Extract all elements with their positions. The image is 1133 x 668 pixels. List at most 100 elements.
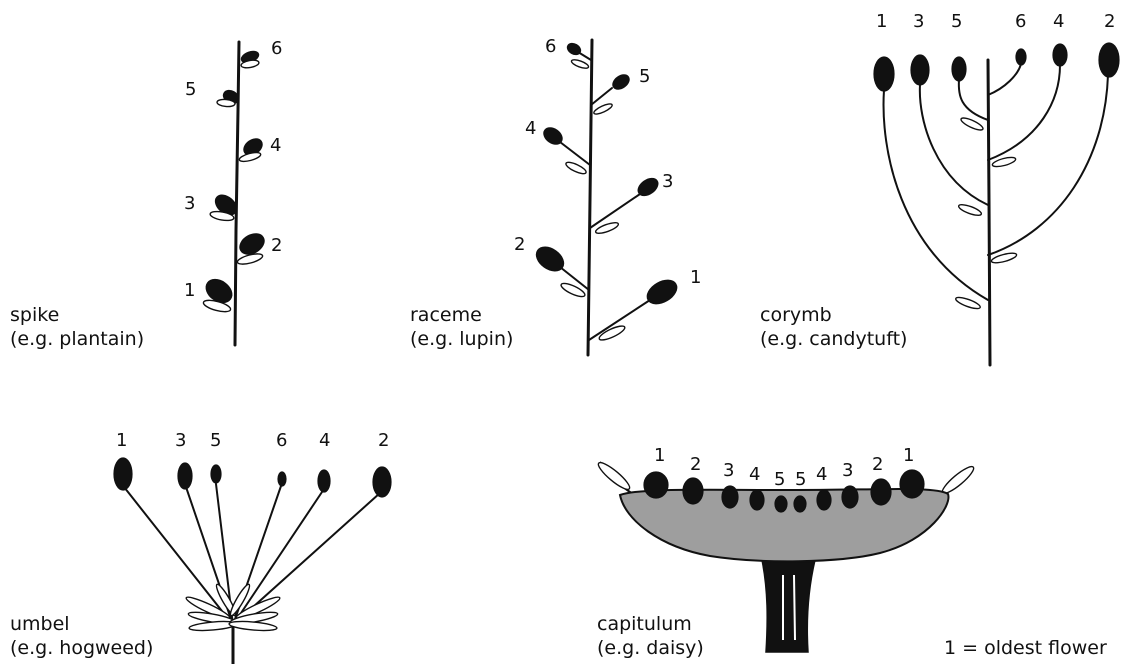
raceme-caption: raceme (e.g. lupin) — [410, 303, 513, 351]
raceme-number: 3 — [662, 171, 673, 192]
corymb-flower-2 — [1099, 43, 1119, 77]
capitulum-number: 5 — [774, 469, 785, 490]
corymb-flower-1 — [874, 57, 894, 91]
capitulum-floret-4 — [750, 490, 764, 510]
capitulum-number: 4 — [749, 464, 760, 485]
raceme-flower-1 — [589, 275, 681, 342]
capitulum-floret-3 — [722, 486, 738, 508]
capitulum-number: 2 — [872, 454, 883, 475]
spike-name: spike — [10, 303, 144, 327]
spike-number: 4 — [270, 135, 281, 156]
spike-example: (e.g. plantain) — [10, 327, 144, 351]
umbel-flower-4 — [318, 470, 330, 492]
raceme-stem — [588, 40, 592, 355]
corymb-number: 5 — [951, 11, 962, 32]
raceme-example: (e.g. lupin) — [410, 327, 513, 351]
corymb-pedicel-5 — [959, 80, 988, 120]
capitulum-number: 3 — [842, 460, 853, 481]
umbel-involucre — [185, 583, 282, 632]
capitulum-number: 1 — [903, 445, 914, 466]
capitulum-caption: capitulum (e.g. daisy) — [597, 612, 704, 660]
umbel-flower-2 — [373, 467, 391, 497]
corymb-caption: corymb (e.g. candytuft) — [760, 303, 907, 351]
corymb-example: (e.g. candytuft) — [760, 327, 907, 351]
corymb-number: 2 — [1104, 11, 1115, 32]
umbel-number: 5 — [210, 430, 221, 451]
corymb-bract — [958, 203, 983, 218]
raceme-flower-2 — [532, 242, 589, 299]
corymb-pedicel-3 — [920, 85, 988, 205]
corymb-flower-6 — [1016, 49, 1026, 65]
umbel-flower-1 — [114, 458, 132, 490]
spike-number: 3 — [184, 193, 195, 214]
corymb-name: corymb — [760, 303, 907, 327]
spike-flower-1 — [202, 275, 236, 314]
umbel-number: 6 — [276, 430, 287, 451]
capitulum-floret-5 — [794, 496, 806, 512]
capitulum-number: 4 — [816, 464, 827, 485]
spike-flower-2 — [236, 230, 268, 267]
capitulum-name: capitulum — [597, 612, 704, 636]
corymb-bract — [960, 116, 985, 132]
corymb-number: 1 — [876, 11, 887, 32]
capitulum-floret-4 — [817, 490, 831, 510]
raceme-number: 6 — [545, 36, 556, 57]
corymb-number: 4 — [1053, 11, 1064, 32]
spike-figure: 6 5 4 3 2 1 — [184, 38, 282, 345]
capitulum-floret-1 — [900, 470, 924, 498]
umbel-name: umbel — [10, 612, 153, 636]
umbel-figure: 1 3 5 6 4 2 — [114, 430, 391, 664]
corymb-stem — [988, 60, 990, 365]
raceme-number: 5 — [639, 66, 650, 87]
corymb-flower-5 — [952, 57, 966, 81]
capitulum-stalk — [762, 560, 815, 652]
capitulum-number: 3 — [723, 460, 734, 481]
capitulum-number: 5 — [795, 469, 806, 490]
umbel-pedicel — [233, 492, 322, 625]
spike-number: 5 — [185, 79, 196, 100]
capitulum-example: (e.g. daisy) — [597, 636, 704, 660]
umbel-number: 4 — [319, 430, 330, 451]
spike-number: 6 — [271, 38, 282, 59]
capitulum-ray-left — [595, 459, 632, 492]
corymb-pedicel-4 — [988, 65, 1060, 160]
legend-oldest-flower: 1 = oldest flower — [944, 636, 1107, 660]
capitulum-number: 2 — [690, 454, 701, 475]
umbel-flower-5 — [211, 465, 221, 483]
capitulum-floret-3 — [842, 486, 858, 508]
corymb-flower-3 — [911, 55, 929, 85]
umbel-number: 1 — [116, 430, 127, 451]
spike-flower-6 — [240, 49, 260, 69]
raceme-flower-3 — [590, 175, 661, 235]
raceme-number: 4 — [525, 118, 536, 139]
spike-stem — [235, 42, 239, 345]
corymb-figure: 1 3 5 6 4 2 — [874, 11, 1119, 365]
capitulum-floret-2 — [683, 478, 703, 504]
raceme-figure: 6 5 4 3 2 1 — [514, 36, 701, 355]
capitulum-floret-1 — [644, 472, 668, 498]
capitulum-floret-5 — [775, 496, 787, 512]
corymb-number: 3 — [913, 11, 924, 32]
spike-flower-4 — [238, 136, 265, 164]
umbel-number: 2 — [378, 430, 389, 451]
corymb-pedicel-6 — [988, 64, 1021, 95]
umbel-number: 3 — [175, 430, 186, 451]
raceme-flower-5 — [591, 72, 632, 116]
raceme-number: 1 — [690, 267, 701, 288]
raceme-name: raceme — [410, 303, 513, 327]
raceme-number: 2 — [514, 234, 525, 255]
corymb-number: 6 — [1015, 11, 1026, 32]
raceme-flower-6 — [565, 41, 591, 70]
umbel-flower-3 — [178, 463, 192, 489]
capitulum-number: 1 — [654, 445, 665, 466]
spike-caption: spike (e.g. plantain) — [10, 303, 144, 351]
spike-number: 2 — [271, 235, 282, 256]
spike-number: 1 — [184, 280, 195, 301]
corymb-flower-4 — [1053, 44, 1067, 66]
capitulum-floret-2 — [871, 479, 891, 505]
raceme-flower-4 — [541, 125, 590, 176]
umbel-pedicel — [124, 487, 233, 625]
umbel-caption: umbel (e.g. hogweed) — [10, 612, 153, 660]
umbel-example: (e.g. hogweed) — [10, 636, 153, 660]
